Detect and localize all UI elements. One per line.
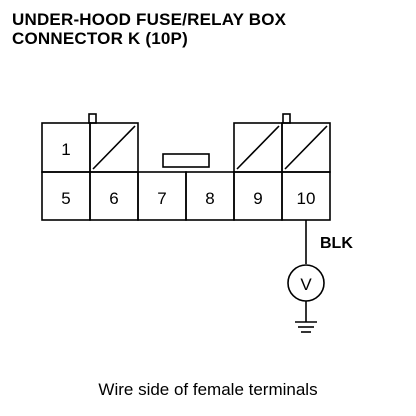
empty-mark-2 <box>92 125 136 170</box>
right-locking-tab <box>282 113 291 124</box>
empty-mark-4 <box>284 125 328 170</box>
ground-icon <box>295 321 317 333</box>
title-line-2: CONNECTOR K (10P) <box>12 29 188 48</box>
view-caption: Wire side of female terminals <box>98 380 318 399</box>
wire-color-label: BLK <box>320 235 353 252</box>
pin-label-1: 1 <box>61 140 70 159</box>
pin-label-7: 7 <box>157 189 166 208</box>
pin-label-8: 8 <box>205 189 214 208</box>
title-line-1: UNDER-HOOD FUSE/RELAY BOX <box>12 10 287 29</box>
pin-label-6: 6 <box>109 189 118 208</box>
left-locking-tab <box>88 113 97 124</box>
diagram-title: UNDER-HOOD FUSE/RELAY BOX CONNECTOR K (1… <box>12 10 286 48</box>
pin-label-9: 9 <box>253 189 262 208</box>
empty-mark-3 <box>236 125 280 170</box>
connector-key <box>162 153 210 168</box>
voltmeter-symbol: V <box>300 275 312 294</box>
pin-label-5: 5 <box>61 189 70 208</box>
pin-label-10: 10 <box>297 189 316 208</box>
